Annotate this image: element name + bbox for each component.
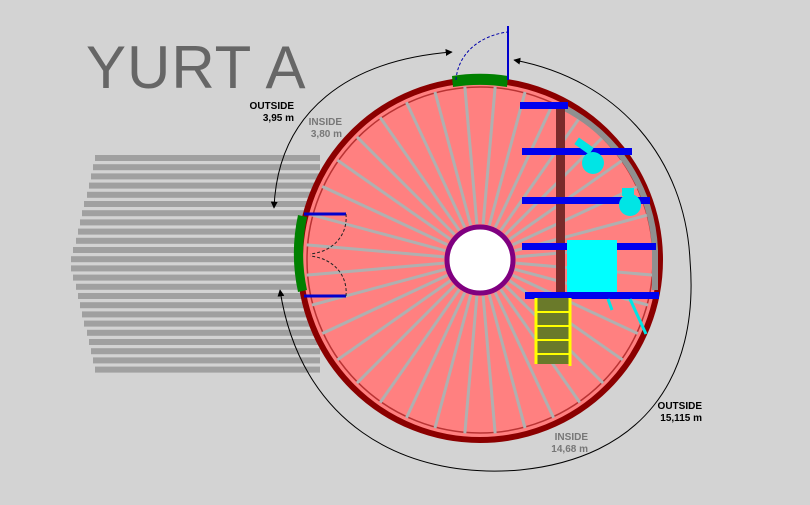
rafter: [355, 284, 456, 385]
crown-ring: [444, 224, 516, 296]
circ-inside-value-text: 14,68 m: [551, 444, 588, 455]
deck-board: [93, 357, 320, 364]
deck-board: [84, 201, 320, 207]
door-inside-label-text: INSIDE: [308, 117, 342, 128]
deck-board: [73, 247, 320, 253]
right-wall-panel: [562, 105, 658, 290]
rafter: [493, 291, 555, 419]
deck-board: [80, 219, 320, 226]
door-inside-label: INSIDE 3,80 m: [290, 117, 342, 141]
cyan-stool-1: [582, 152, 604, 174]
deck-board: [71, 256, 320, 263]
deck-board: [82, 210, 320, 217]
deck-board: [82, 311, 320, 318]
deck-board: [73, 274, 320, 281]
top-door-swing: [455, 31, 509, 81]
door-outside-label: OUTSIDE 3,95 m: [236, 101, 294, 125]
door-outside-value-text: 3,95 m: [262, 113, 294, 124]
cyan-stool-2-leg: [622, 188, 634, 196]
circ-outside-value-text: 15,115 m: [660, 413, 702, 424]
deck-board: [78, 293, 320, 299]
deck-board: [95, 155, 320, 161]
shelf-1: [520, 102, 568, 109]
circumference-dimension-arc: [277, 57, 692, 472]
deck-board: [91, 348, 320, 355]
cyan-stool-2: [619, 194, 641, 216]
deck-board: [80, 302, 320, 309]
cyan-cabinet: [567, 240, 617, 292]
rafter: [487, 294, 527, 429]
deck-board: [89, 339, 320, 345]
circ-inside-label: INSIDE 14,68 m: [536, 432, 588, 456]
deck-board: [84, 320, 320, 327]
circ-inside-label-text: INSIDE: [554, 432, 588, 443]
cyan-stool-1-leg: [574, 137, 594, 155]
page-title: YURT A: [86, 34, 307, 101]
rafter: [405, 291, 467, 419]
deck-board: [78, 228, 320, 235]
door-inside-value-text: 3,80 m: [310, 129, 342, 140]
circ-outside-label-text: OUTSIDE: [657, 401, 702, 412]
deck-board: [91, 173, 320, 180]
deck-board: [87, 329, 320, 336]
rafter: [378, 288, 461, 404]
ladder: [534, 298, 572, 366]
deck-board: [95, 366, 320, 373]
rafter: [511, 185, 639, 247]
deck-board: [93, 164, 320, 171]
deck-board: [89, 182, 320, 189]
deck-board: [87, 191, 320, 198]
deck-stack: [71, 155, 320, 373]
shelf-5: [525, 292, 659, 299]
rafter: [463, 295, 479, 434]
cyan-rod-2: [628, 298, 648, 335]
circ-outside-label: OUTSIDE 15,115 m: [640, 401, 702, 425]
rafter: [433, 294, 473, 429]
rafter: [481, 295, 497, 434]
cyan-rod-1: [606, 298, 614, 311]
deck-board: [71, 265, 320, 272]
rafter: [511, 273, 639, 335]
deck-board: [76, 237, 320, 244]
shelf-3: [522, 197, 650, 204]
door-outside-label-text: OUTSIDE: [249, 101, 294, 112]
shelf-2: [522, 148, 632, 155]
deck-board: [76, 283, 320, 290]
